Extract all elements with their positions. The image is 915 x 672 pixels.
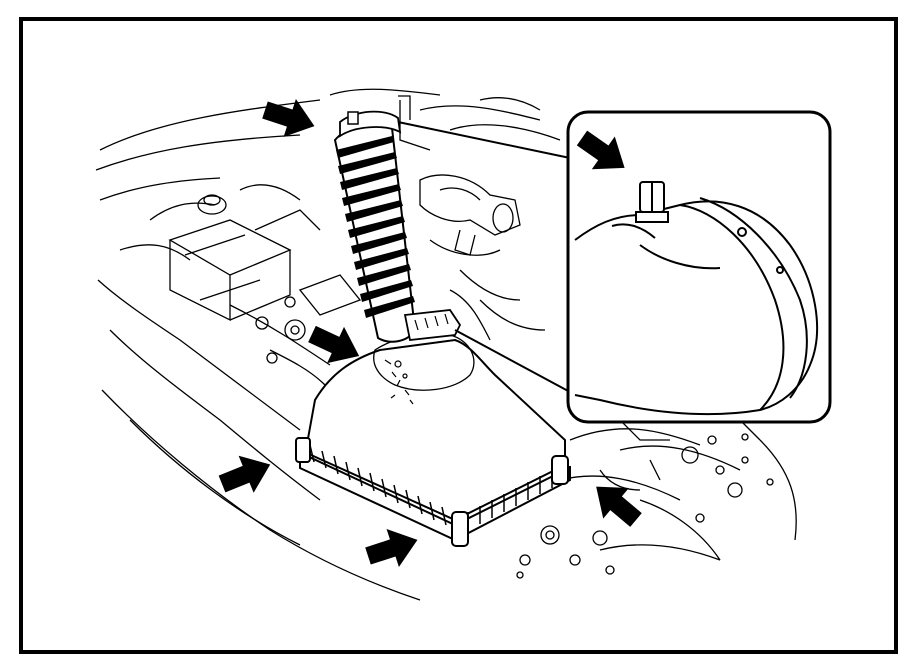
arrow-icon bbox=[576, 130, 625, 170]
air-filter-housing bbox=[295, 333, 571, 547]
intake-hose bbox=[333, 110, 462, 343]
clip-right bbox=[551, 455, 569, 485]
arrow-icon bbox=[218, 455, 271, 493]
detail-inset bbox=[566, 110, 832, 424]
engine-bay-background bbox=[95, 88, 797, 601]
arrow-icon bbox=[596, 486, 642, 527]
arrow-icon bbox=[262, 99, 315, 138]
arrow-icon bbox=[365, 528, 418, 567]
outer-frame bbox=[19, 17, 898, 654]
arrows bbox=[218, 99, 642, 567]
clip-front bbox=[451, 511, 469, 547]
clip-left bbox=[295, 437, 311, 463]
clamp-bolt bbox=[635, 181, 669, 223]
inset-leader-lines bbox=[397, 121, 571, 393]
arrow-icon bbox=[308, 325, 360, 364]
